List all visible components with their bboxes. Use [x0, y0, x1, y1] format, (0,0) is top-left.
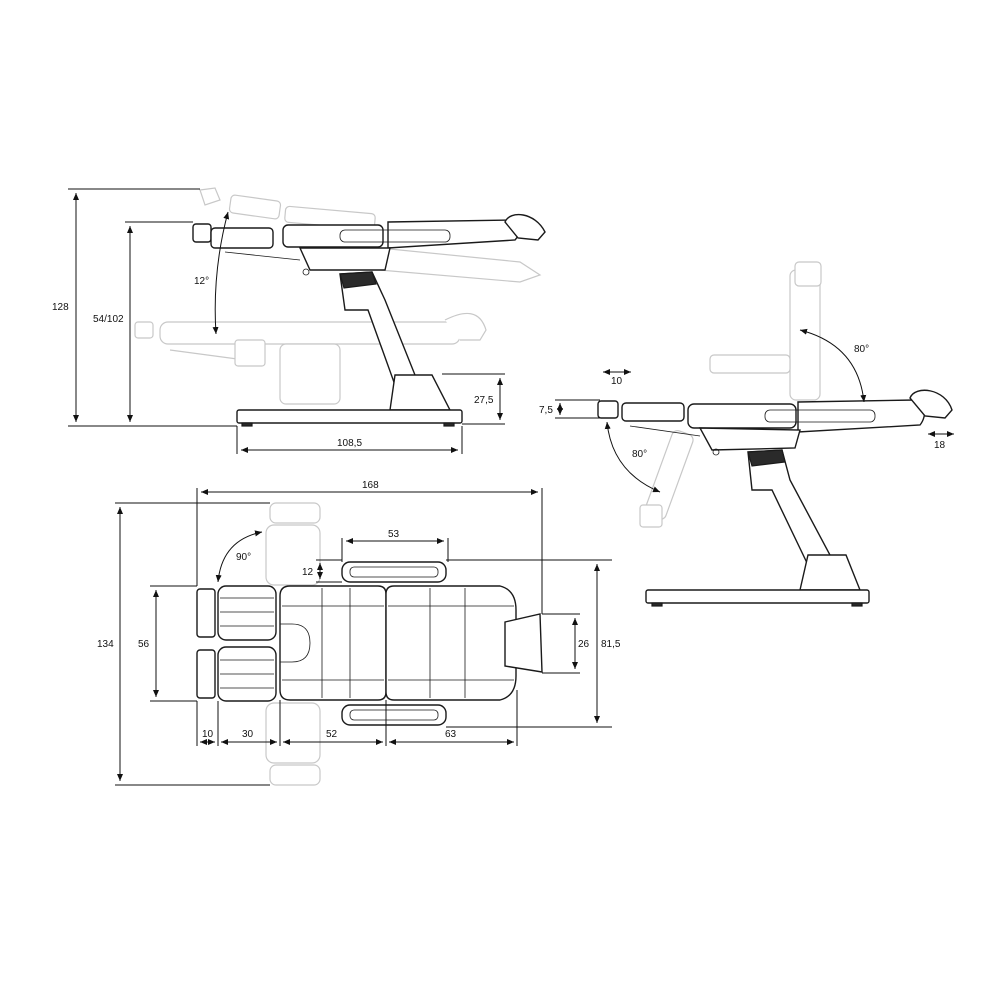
dim-headrest-ext: 18 — [934, 440, 946, 451]
dim-footrest-ext: 10 — [611, 376, 623, 387]
dim-seg-footrest: 10 — [202, 729, 214, 740]
top-view-backrest — [385, 585, 517, 701]
recline-view-chair — [597, 389, 953, 607]
top-view-headrest — [504, 613, 543, 673]
dim-height-range: 54/102 — [93, 314, 124, 325]
dim-base-length: 108,5 — [337, 438, 362, 449]
top-view-footrest-lower — [196, 649, 216, 699]
dim-base-height: 27,5 — [474, 395, 494, 406]
dim-seg-leg: 30 — [242, 729, 254, 740]
recline-view: 80° 80° 10 7,5 18 — [539, 261, 954, 607]
dim-armrest-angle: 90° — [236, 552, 251, 563]
side-view: 128 54/102 12° 27,5 108,5 — [52, 187, 546, 454]
dim-leg-angle: 80° — [632, 449, 647, 460]
top-view-armrest-upper — [341, 561, 447, 583]
dim-seg-back: 63 — [445, 729, 457, 740]
dim-leg-width: 56 — [138, 639, 150, 650]
top-view-legrest-upper — [217, 585, 277, 641]
dim-total-width: 134 — [97, 639, 114, 650]
dim-tilt-angle: 12° — [194, 276, 209, 287]
top-view-armrest-lower — [341, 704, 447, 726]
dim-armrest-length: 53 — [388, 529, 400, 540]
dim-armrest-gap: 12 — [302, 567, 314, 578]
dim-headrest-angle: 80° — [854, 344, 869, 355]
dim-total-length: 168 — [362, 480, 379, 491]
dim-height-total: 128 — [52, 302, 69, 313]
dim-seat-width: 81,5 — [601, 639, 621, 650]
top-view-legrest-lower — [217, 646, 277, 702]
dim-headrest-width: 26 — [578, 639, 590, 650]
dim-footrest-height: 7,5 — [539, 405, 553, 416]
dim-seg-seat: 52 — [326, 729, 338, 740]
top-view-footrest-upper — [196, 588, 216, 638]
top-view-seat — [279, 585, 387, 701]
top-view: 168 134 90° 53 12 81,5 26 56 — [97, 480, 621, 786]
